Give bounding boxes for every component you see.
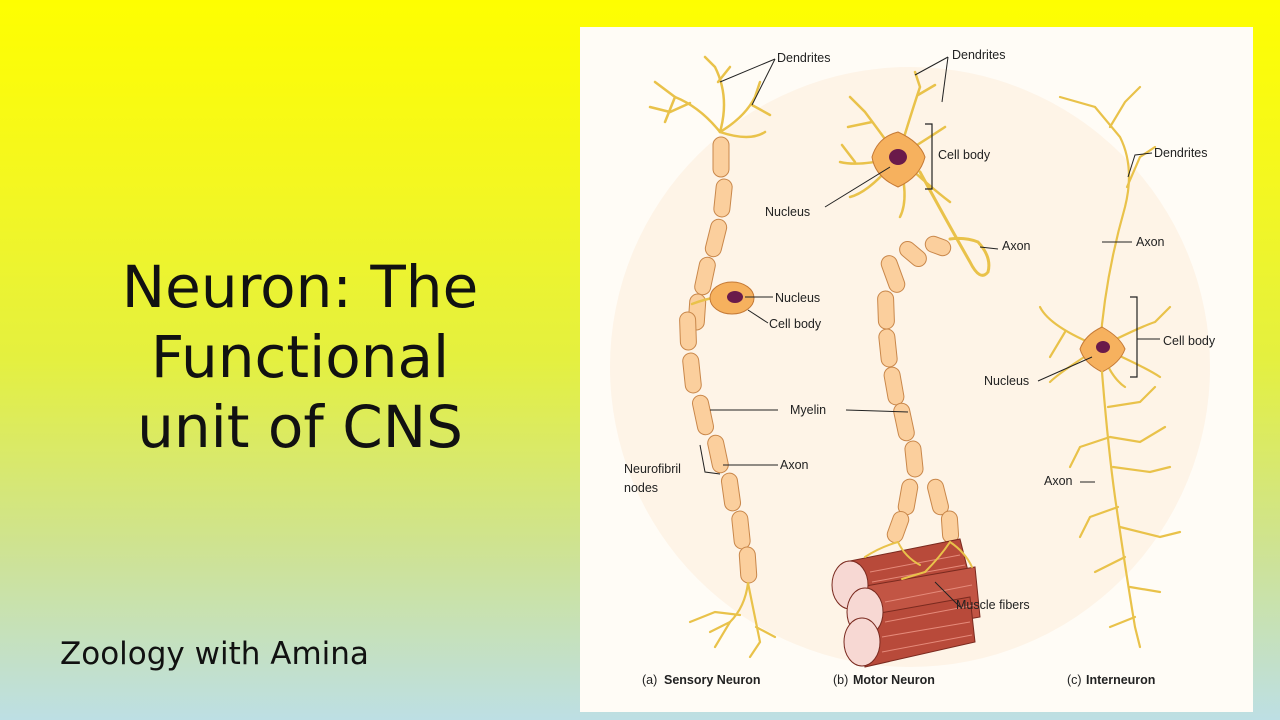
inter-dendrites-label: Dendrites <box>1154 146 1208 160</box>
sensory-neuron: Dendrites Nucleus Cell body Myelin Axon … <box>624 51 831 659</box>
caption-a-letter: (a) <box>642 673 657 687</box>
motor-nucleus-label: Nucleus <box>765 205 810 219</box>
motor-dendrites-label: Dendrites <box>952 48 1006 62</box>
figure-captions: (a) Sensory Neuron (b) Motor Neuron (c) … <box>642 673 1155 687</box>
motor-cell-body-label: Cell body <box>938 148 991 162</box>
title-line-2: Functional <box>150 323 450 391</box>
motor-axon-label: Axon <box>1002 239 1031 253</box>
motor-neuron: Dendrites Cell body Nucleus Axon Muscle … <box>765 48 1031 668</box>
inter-axon-top-label: Axon <box>1136 235 1165 249</box>
neuron-diagram: Dendrites Nucleus Cell body Myelin Axon … <box>610 48 1216 687</box>
slide-title: Neuron: The Functional unit of CNS <box>40 252 560 462</box>
neurofibril-label: Neurofibril <box>624 462 681 476</box>
sensory-dendrites-label: Dendrites <box>777 51 831 65</box>
inter-nucleus-label: Nucleus <box>984 374 1029 388</box>
sensory-nucleus <box>727 291 743 303</box>
inter-cell-body-bracket <box>1130 296 1138 378</box>
sensory-cell-body-label: Cell body <box>769 317 822 331</box>
motor-leader-lines <box>824 56 999 608</box>
motor-nucleus <box>889 149 907 165</box>
sensory-nucleus-label: Nucleus <box>775 291 820 305</box>
sensory-axon-label: Axon <box>780 458 809 472</box>
myelin-label: Myelin <box>790 403 826 417</box>
background-wash <box>610 67 1210 667</box>
sensory-myelin-segments <box>679 136 758 584</box>
sensory-dendrites-drawing <box>648 55 772 139</box>
caption-a-name: Sensory Neuron <box>664 673 761 687</box>
caption-b-letter: (b) <box>833 673 848 687</box>
caption-b-name: Motor Neuron <box>853 673 935 687</box>
motor-myelin-segments <box>877 235 960 544</box>
title-line-3: unit of CNS <box>137 393 463 461</box>
caption-c-letter: (c) <box>1067 673 1082 687</box>
caption-c-name: Interneuron <box>1086 673 1155 687</box>
motor-cell-body-bracket <box>925 123 933 190</box>
motor-end-plates <box>864 541 973 580</box>
motor-axon-curve <box>918 170 991 277</box>
sensory-terminals <box>688 581 777 659</box>
muscle-fibers-drawing <box>831 538 981 668</box>
channel-name: Zoology with Amina <box>60 636 369 672</box>
inter-axon-bottom-label: Axon <box>1044 474 1073 488</box>
neuron-figure: Dendrites Nucleus Cell body Myelin Axon … <box>580 27 1253 712</box>
inter-cell-body-label: Cell body <box>1163 334 1216 348</box>
inter-nucleus <box>1096 341 1110 353</box>
inter-axon-drawing <box>1068 370 1182 649</box>
title-line-1: Neuron: The <box>121 253 479 321</box>
muscle-fibers-label: Muscle fibers <box>956 598 1030 612</box>
nodes-label: nodes <box>624 481 658 495</box>
interneuron: Dendrites Axon Cell body Nucleus Axon <box>984 85 1216 649</box>
inter-leader-lines <box>1037 152 1153 483</box>
sensory-leader-lines <box>699 58 778 475</box>
